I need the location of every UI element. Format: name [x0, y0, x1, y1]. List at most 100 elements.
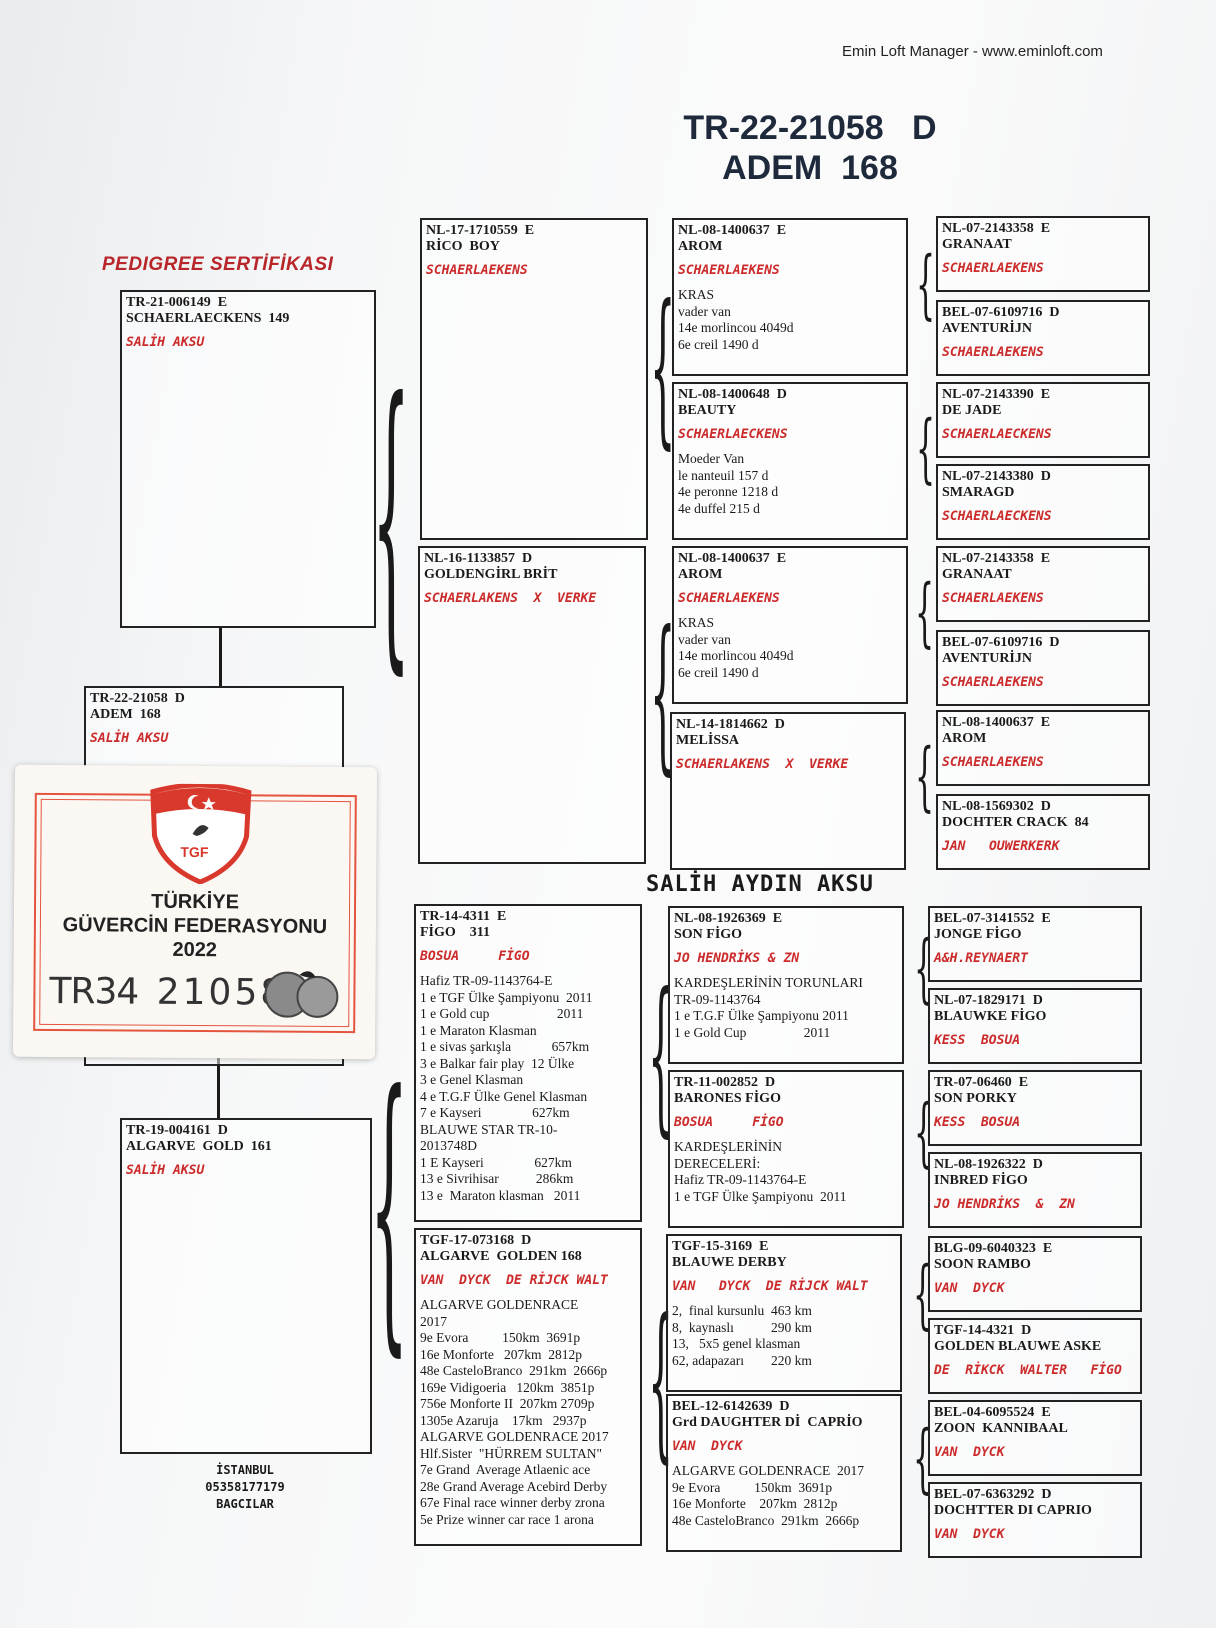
gggp-box-name: GRANAAT [942, 567, 1012, 582]
gggp-box-ring: NL-07-2143358 E [942, 221, 1051, 236]
ggp-box-breeder: VAN DYCK [672, 1439, 743, 1454]
brace-ggp: { [916, 406, 936, 494]
brace-ggp: { [913, 1416, 933, 1504]
note-line: 1305e Azaruja 17km 2937p [420, 1412, 587, 1428]
gggp-box-ring: NL-08-1569302 D [942, 799, 1051, 814]
note-line: Hlf.Sister "HÜRREM SULTAN" [420, 1445, 602, 1461]
brace-ggp: { [913, 1252, 933, 1340]
gggp-box-ring: NL-07-2143380 D [942, 469, 1051, 484]
ggp-box-ring: NL-14-1814662 D [676, 717, 785, 732]
gggp-box-name: GRANAAT [942, 237, 1012, 252]
note-line: 14e morlincou 4049d [678, 320, 794, 335]
gggp-box-breeder: SCHAERLAEKENS [942, 591, 1044, 606]
note-line: 1 e Gold cup 2011 [420, 1006, 584, 1021]
address-city: İSTANBUL [216, 1463, 274, 1477]
mother-ring: TR-19-004161 D [126, 1123, 228, 1138]
site-credit: Emin Loft Manager - www.eminloft.com [842, 43, 1103, 60]
card-year: 2022 [172, 938, 218, 962]
mother-breeder: SALİH AKSU [126, 1163, 205, 1178]
gggp-box-breeder: VAN DYCK [934, 1445, 1005, 1460]
ggp-box-name: Grd DAUGHTER Dİ CAPRİO [672, 1415, 863, 1430]
card-badge: TGF [180, 843, 209, 861]
gggp-box-name: DOCHTTER DI CAPRIO [934, 1503, 1092, 1518]
gggp-box-ring: BLG-09-6040323 E [934, 1241, 1053, 1256]
gp-box-ff: NL-17-1710559 E RİCO BOY SCHAERLAEKENS [420, 218, 648, 540]
federation-ring-card: TGF TÜRKİYE GÜVERCİN FEDERASYONU 2022 TR… [12, 764, 378, 1060]
note-line: 4e peronne 1218 d [678, 484, 779, 499]
note-line: 6e creil 1490 d [678, 336, 759, 352]
note-line: 13, 5x5 genel klasman [672, 1336, 801, 1351]
note-line: Moeder Van [678, 451, 745, 466]
gp-name: ALGARVE GOLDEN 168 [420, 1249, 582, 1264]
brace-ggp: { [915, 734, 935, 822]
gggp-box-breeder: SCHAERLAEKENS [942, 345, 1044, 360]
note-line: 9e Evora 150km 3691p [672, 1479, 833, 1495]
note-line: 3 e Genel Klasman [420, 1072, 524, 1087]
gggp-box-ring: TGF-14-4321 D [934, 1323, 1032, 1338]
gggp-box-name: SMARAGD [942, 485, 1015, 500]
ggp-box-breeder: SCHAERLAKENS X VERKE [676, 757, 849, 772]
subject-breeder: SALİH AKSU [90, 731, 169, 746]
ggp-box-name: MELİSSA [676, 733, 740, 748]
note-line: KARDEŞLERİNİN TORUNLARI [674, 975, 863, 990]
note-line: 169e Vidigoeria 120km 3851p [420, 1379, 595, 1395]
card-ring-prefix: TR34 [49, 970, 139, 1013]
note-line: KARDEŞLERİNİN [674, 1139, 782, 1154]
ggp-box-ring: NL-08-1400637 E [678, 223, 787, 238]
tgf-seal-icon [264, 971, 339, 1018]
father-name: SCHAERLAECKENS 149 [126, 311, 290, 326]
note-line: Hafiz TR-09-1143764-E [420, 973, 553, 988]
note-line: 1 e T.G.F Ülke Şampiyonu 2011 [674, 1008, 849, 1023]
note-line: le nanteuil 157 d [678, 467, 769, 483]
gggp-box-breeder: A&H.REYNAERT [934, 951, 1028, 966]
gggp-box-ring: NL-08-1400637 E [942, 715, 1051, 730]
gggp-box-name: GOLDEN BLAUWE ASKE [934, 1339, 1102, 1354]
gp-box-fm: NL-16-1133857 D GOLDENGİRL BRİT SCHAERLA… [418, 546, 646, 864]
note-line: DERECELERİ: [674, 1155, 761, 1171]
note-line: 1 e Gold Cup 2011 [674, 1024, 831, 1040]
gggp-box-ring: BEL-07-6109716 D [942, 635, 1060, 650]
ggp-box-breeder: SCHAERLAECKENS [678, 427, 788, 442]
ggp-box-name: SON FİGO [674, 927, 743, 942]
note-line: 1 e TGF Ülke Şampiyonu 2011 [420, 989, 593, 1005]
gggp-box-ring: TR-07-06460 E [934, 1075, 1029, 1090]
gggp-box-name: AVENTURİJN [942, 651, 1032, 666]
gp-ring: TR-14-4311 E [420, 909, 507, 924]
note-line: 8, kaynaslı 290 km [672, 1319, 812, 1335]
gggp-box-name: AVENTURİJN [942, 321, 1032, 336]
gp-name: RİCO BOY [426, 239, 500, 254]
title-ring: TR-22-21058 D [683, 109, 937, 147]
subject-name: ADEM 168 [90, 707, 161, 722]
ggp-box-breeder: SCHAERLAEKENS [678, 591, 780, 606]
note-line: 9e Evora 150km 3691p [420, 1330, 581, 1345]
ggp-box-breeder: SCHAERLAEKENS [678, 263, 780, 278]
note-line: 4e duffel 215 d [678, 500, 760, 516]
ggp-box-name: BLAUWE DERBY [672, 1255, 787, 1270]
gp-breeder: SCHAERLAEKENS [426, 263, 528, 278]
note-line: 2013748D [420, 1138, 477, 1153]
ggp-box-name: BEAUTY [678, 403, 737, 418]
ggp-box-name: AROM [678, 567, 723, 582]
gggp-box-name: ZOON KANNIBAAL [934, 1421, 1068, 1436]
ggp-box-breeder: JO HENDRİKS & ZN [674, 951, 800, 966]
gggp-box-ring: NL-07-2143390 E [942, 387, 1051, 402]
note-line: 6e creil 1490 d [678, 664, 759, 680]
gggp-box-ring: NL-07-2143358 E [942, 551, 1051, 566]
ggp-box-name: AROM [678, 239, 723, 254]
ggp-box-breeder: BOSUA FİGO [674, 1115, 784, 1130]
gggp-box-ring: BEL-07-6363292 D [934, 1487, 1052, 1502]
gp-box-mf: TR-14-4311 E FİGO 311 BOSUA FİGO Hafiz T… [414, 904, 642, 1222]
note-line: 48e CasteloBranco 291km 2666p [672, 1512, 860, 1528]
